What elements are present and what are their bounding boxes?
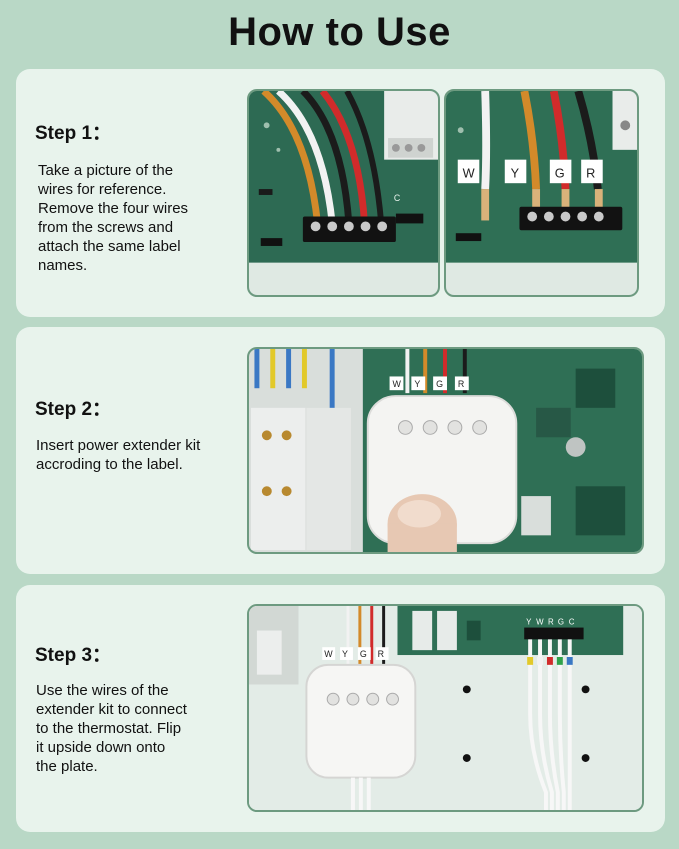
step-1-photo-wired-terminal: C <box>247 89 440 297</box>
label-r: R <box>458 379 464 389</box>
label-g: G <box>555 165 565 180</box>
step-2-title: Step 2： <box>35 399 112 420</box>
step-3-description: Use the wires of the extender kit to con… <box>36 682 187 775</box>
step-1-description: Take a picture of the wires for referenc… <box>38 162 189 274</box>
label-g: G <box>360 649 367 659</box>
page-title: How to Use <box>228 10 451 54</box>
label-y: Y <box>414 379 420 389</box>
step-2-description: Insert power extender kit accroding to t… <box>36 437 201 473</box>
step-2-photo-insert-kit: W Y G R <box>247 347 644 554</box>
label-r: R <box>586 165 595 180</box>
terminal-y: Y <box>526 618 532 627</box>
label-r: R <box>378 649 384 659</box>
step-1-title: Step 1： <box>35 123 112 144</box>
label-g: G <box>436 379 443 389</box>
step-3-card: Step 3： Use the wires of the extender ki… <box>16 585 665 832</box>
step-3-photo-thermostat-plate: Y W R G C W Y G <box>247 604 644 812</box>
step-1-card: Step 1： Take a picture of the wires for … <box>16 69 665 317</box>
step-2-card: Step 2： Insert power extender kit accrod… <box>16 327 665 574</box>
terminal-w: W <box>536 618 544 627</box>
label-y: Y <box>342 649 348 659</box>
step-1-photo-labeled-wires: W Y G R <box>444 89 639 297</box>
terminal-c-label: C <box>394 193 401 203</box>
label-y: Y <box>511 165 520 180</box>
label-w: W <box>463 165 475 180</box>
terminal-c: C <box>569 618 575 627</box>
terminal-r: R <box>548 618 554 627</box>
label-w: W <box>324 649 333 659</box>
label-w: W <box>393 379 402 389</box>
step-3-title: Step 3： <box>35 645 112 666</box>
terminal-g: G <box>558 618 564 627</box>
